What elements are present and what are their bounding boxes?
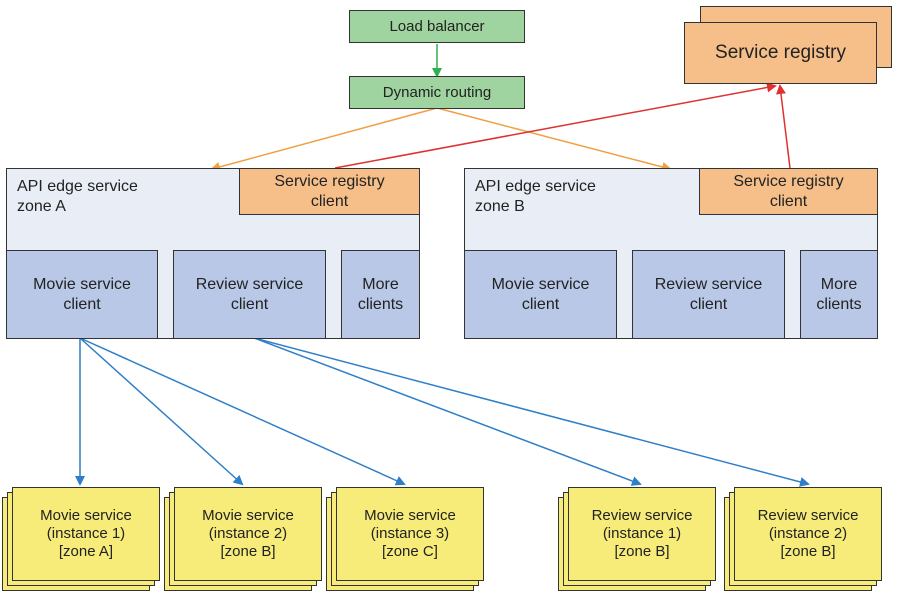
zone-b-more-clients: More clients [800, 250, 878, 339]
zone-b-title: API edge service zone B [475, 177, 596, 217]
movie-instance-2-number: (instance 2) [208, 525, 288, 542]
load-balancer-box: Load balancer [349, 10, 525, 43]
zone-a-title: API edge service zone A [17, 177, 138, 217]
dynamic-routing-box: Dynamic routing [349, 76, 525, 109]
movie-client-to-instance-2-arrow [79, 337, 244, 486]
review-instance-1-number: (instance 1) [602, 525, 682, 542]
movie-instance-3-zone: [zone C] [382, 543, 438, 560]
zone-a-more-clients: More clients [341, 250, 420, 339]
zone-a-service-registry-client: Service registry client [239, 168, 420, 215]
movie-instance-1-name: Movie service [40, 507, 132, 524]
movie-service-instance-1: Movie service (instance 1) [zone A] [12, 487, 160, 581]
zone-a-registry-arrow [334, 82, 777, 169]
service-registry-box: Service registry [684, 22, 877, 84]
movie-instance-2-name: Movie service [202, 507, 294, 524]
movie-instance-2-zone: [zone B] [220, 543, 276, 560]
zone-a-title-line2: zone A [17, 198, 66, 215]
routing-to-zone-b-arrow [436, 107, 672, 172]
review-instance-1-name: Review service [591, 507, 693, 524]
zone-a-review-service-client: Review service client [173, 250, 326, 339]
review-instance-2-number: (instance 2) [768, 525, 848, 542]
movie-service-instance-3: Movie service (instance 3) [zone C] [336, 487, 484, 581]
zone-b-title-line2: zone B [475, 198, 525, 215]
review-service-instance-2: Review service (instance 2) [zone B] [734, 487, 882, 581]
review-instance-2-zone: [zone B] [780, 543, 836, 560]
zone-b-movie-service-client: Movie service client [464, 250, 617, 339]
zone-b-registry-arrow [776, 84, 791, 169]
zone-a-movie-service-client: Movie service client [6, 250, 158, 339]
movie-service-instance-2: Movie service (instance 2) [zone B] [174, 487, 322, 581]
review-client-to-instance-2-arrow [253, 337, 810, 487]
routing-to-zone-a-arrow [210, 107, 438, 172]
movie-instance-3-name: Movie service [364, 507, 456, 524]
review-instance-2-name: Review service [757, 507, 859, 524]
movie-instance-1-zone: [zone A] [58, 543, 114, 560]
movie-client-to-instance-3-arrow [79, 337, 406, 486]
review-instance-1-zone: [zone B] [614, 543, 670, 560]
zone-a-title-line1: API edge service [17, 178, 138, 195]
zone-b-review-service-client: Review service client [632, 250, 785, 339]
movie-instance-3-number: (instance 3) [370, 525, 450, 542]
review-service-instance-1: Review service (instance 1) [zone B] [568, 487, 716, 581]
movie-instance-1-number: (instance 1) [46, 525, 126, 542]
zone-b-title-line1: API edge service [475, 178, 596, 195]
zone-b-service-registry-client: Service registry client [699, 168, 878, 215]
review-client-to-instance-1-arrow [253, 337, 642, 486]
